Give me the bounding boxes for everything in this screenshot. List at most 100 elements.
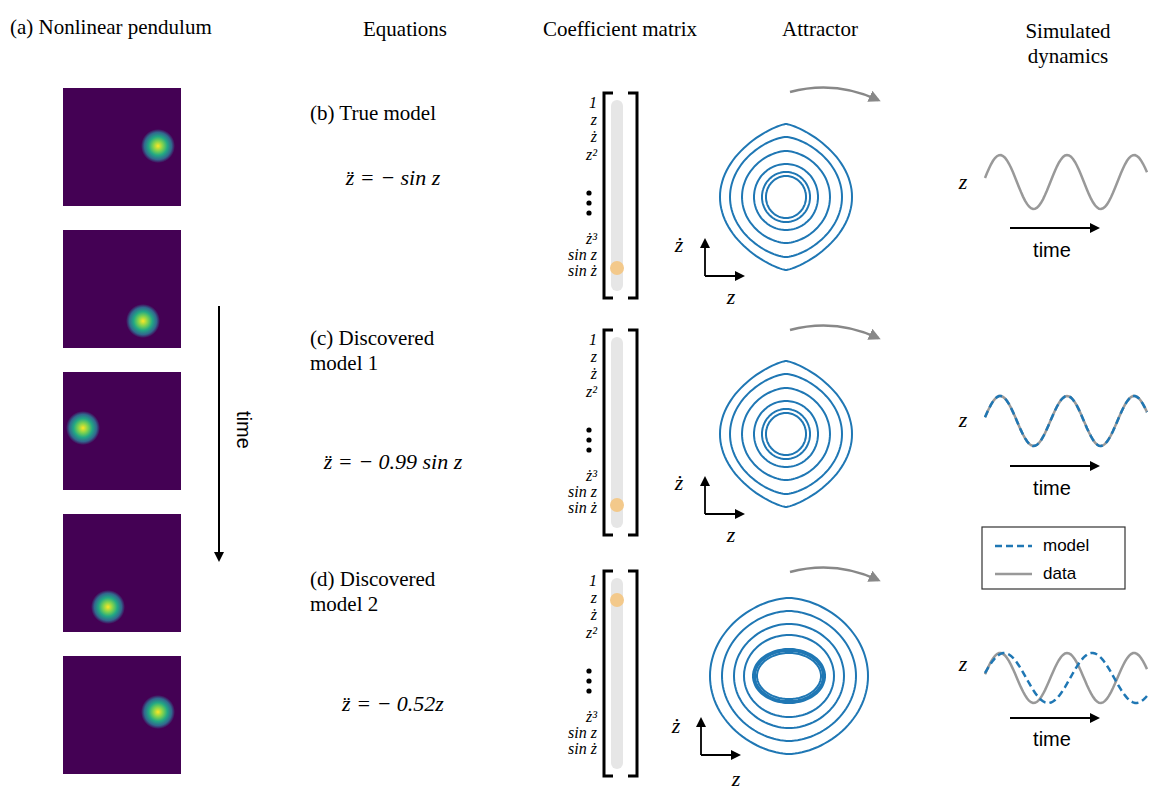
column-header: Attractor (782, 17, 858, 42)
phase-orbit (730, 374, 842, 494)
library-term: z² (586, 146, 597, 164)
phase-orbit (742, 151, 830, 243)
phase-orbit (722, 611, 856, 741)
axis-label: ż (675, 470, 684, 496)
pendulum-frame (63, 514, 181, 632)
ellipsis-dot (586, 427, 591, 432)
phase-orbit (734, 624, 844, 728)
time-label: time (1033, 239, 1071, 262)
column-header: Coefficient matrix (543, 17, 697, 42)
time-arrow (218, 306, 220, 560)
phase-orbit (730, 137, 842, 257)
pendulum-frame (63, 230, 181, 348)
legend-frame (982, 527, 1125, 589)
axis-arrow (701, 754, 739, 756)
pendulum-bob (126, 304, 160, 338)
pendulum-bob (66, 411, 100, 445)
axis-arrow (705, 275, 743, 277)
time-arrow (1010, 717, 1098, 719)
phase-orbit (720, 124, 852, 270)
time-arrow (1010, 465, 1098, 467)
library-term: sin z (568, 483, 597, 501)
phase-orbit (710, 598, 868, 754)
library-term: ż³ (586, 230, 597, 248)
flow-direction-arrow (790, 88, 878, 101)
phase-orbit (720, 361, 852, 507)
phase-orbit (754, 401, 818, 467)
active-coefficient (610, 261, 624, 275)
ellipsis-dot (586, 668, 591, 673)
legend-label: data (1043, 564, 1076, 584)
phase-orbit (744, 635, 834, 717)
legend-label: model (1043, 536, 1089, 556)
panel-title: (b) True model (310, 101, 436, 126)
flow-direction-arrow (790, 568, 878, 581)
axis-label: z (959, 169, 968, 195)
panel-art (586, 88, 1147, 299)
library-term: sin ż (568, 262, 597, 280)
panel-title: (c) Discovered model 1 (310, 326, 485, 376)
library-term: ż³ (586, 467, 597, 485)
phase-orbit (754, 650, 824, 702)
library-term: ż (591, 128, 597, 146)
library-term: z² (586, 383, 597, 401)
legend-model-line (995, 545, 1032, 548)
flow-direction-arrow (790, 326, 878, 339)
axis-arrow (704, 478, 706, 514)
pendulum-frame (63, 656, 181, 774)
ellipsis-dot (586, 200, 591, 205)
legend-box (982, 527, 1125, 589)
axis-label: ż (672, 713, 681, 739)
coefficient-bar (611, 578, 623, 769)
phase-orbit (766, 413, 806, 455)
ellipsis-dot (586, 190, 591, 195)
phase-orbit (742, 388, 830, 480)
time-label: time (1033, 477, 1071, 500)
library-term: sin ż (568, 499, 597, 517)
library-term: 1 (589, 572, 597, 590)
model-trace (985, 396, 1147, 446)
library-term: sin z (568, 246, 597, 264)
legend-data-line (995, 573, 1032, 576)
ellipsis-dot (586, 437, 591, 442)
data-trace (985, 653, 1147, 703)
axis-arrow (705, 513, 743, 515)
equation: z̈ = − 0.52z (342, 691, 444, 717)
axis-arrow (704, 240, 706, 276)
library-term: ż (591, 365, 597, 383)
time-arrow (1010, 227, 1098, 229)
library-term: 1 (589, 94, 597, 112)
coefficient-bar (611, 100, 623, 291)
phase-orbit (762, 172, 810, 222)
axis-label: z (732, 766, 741, 792)
library-term: ż³ (586, 708, 597, 726)
model-trace (985, 653, 1147, 703)
library-term: sin ż (568, 740, 597, 758)
library-term: ż (591, 606, 597, 624)
active-coefficient (610, 498, 624, 512)
axis-arrow (700, 719, 702, 755)
column-header: Equations (363, 17, 447, 42)
panel-title: (d) Discovered model 2 (310, 567, 485, 617)
panel-art (586, 568, 1147, 777)
axis-label: ż (675, 232, 684, 258)
matrix-bracket (628, 93, 637, 298)
pendulum-frame (63, 372, 181, 490)
matrix-bracket (628, 571, 637, 776)
matrix-bracket (628, 330, 637, 535)
panel-art (586, 326, 1147, 536)
ellipsis-dot (586, 210, 591, 215)
library-term: 1 (589, 331, 597, 349)
coefficient-bar (611, 337, 623, 528)
pendulum-bob (141, 129, 175, 163)
column-header: Simulated dynamics (1013, 19, 1123, 69)
library-term: sin z (568, 724, 597, 742)
axis-label: z (959, 651, 968, 677)
panel-title: (a) Nonlinear pendulum (10, 15, 212, 40)
time-label: time (232, 411, 255, 449)
library-term: z (591, 589, 597, 607)
library-term: z² (586, 624, 597, 642)
axis-label: z (727, 284, 736, 310)
